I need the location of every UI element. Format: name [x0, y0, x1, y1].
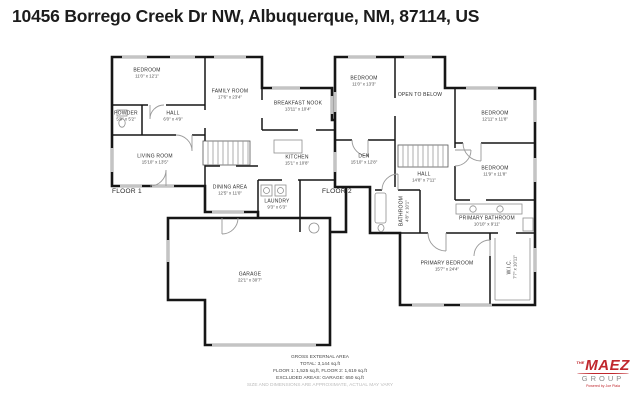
room-name: PRIMARY BEDROOM — [420, 260, 474, 267]
room-dims: 7'7" x 10'11" — [512, 255, 518, 279]
room-dims: 15'10" x 12'8" — [350, 159, 378, 165]
floor2-interior-walls — [335, 57, 535, 305]
room-label-f2-hall: HALL 14'8" x 7'11" — [412, 172, 436, 183]
room-label-f1-kitchen: KITCHEN 15'1" x 10'8" — [285, 155, 309, 166]
floor1-tag: FLOOR 1 — [112, 188, 142, 195]
room-label-f2-primary-bathroom: PRIMARY BATHROOM 10'10" x 9'11" — [459, 216, 515, 227]
room-label-f1-family-room: FAMILY ROOM 17'6" x 23'4" — [212, 89, 248, 100]
room-label-f2-bedroom-1: BEDROOM 11'0" x 13'3" — [350, 76, 377, 87]
room-dims: 9'3" x 6'3" — [267, 204, 287, 210]
room-dims: 12'5" x 11'0" — [218, 190, 242, 196]
room-dims: 11'0" x 13'3" — [352, 81, 376, 87]
room-name: FAMILY ROOM — [211, 88, 249, 95]
floor2-fixtures — [374, 192, 534, 301]
room-dims: 4'8" x 10'1" — [404, 200, 410, 222]
room-label-f1-living-room: LIVING ROOM 15'10" x 13'5" — [137, 154, 173, 165]
room-label-f2-bedroom-3: BEDROOM 11'9" x 11'8" — [481, 166, 508, 177]
room-label-f2-wic: W.I.C. 7'7" x 10'11" — [507, 255, 518, 279]
room-label-f2-open-to-below: OPEN TO BELOW — [398, 92, 442, 98]
floor1-interior-walls — [112, 57, 346, 232]
logo-tagline: Powered by Joe Plaia — [586, 384, 620, 388]
room-dims: 11'9" x 11'8" — [483, 171, 507, 177]
room-label-f1-garage: GARAGE 22'1" x 30'7" — [238, 272, 262, 283]
floor2-stairs — [397, 144, 449, 168]
room-name: BREAKFAST NOOK — [273, 100, 323, 107]
area-excluded: EXCLUDED AREAS: GARAGE: 650 sq.ft — [276, 375, 364, 381]
room-dims: 5'9" x 5'2" — [116, 116, 136, 122]
room-dims: 12'11" x 11'8" — [482, 116, 508, 122]
floor1-doors — [149, 104, 239, 235]
room-name: HALL — [417, 171, 431, 178]
logo-prefix: THE — [576, 360, 585, 365]
room-name: LIVING ROOM — [137, 153, 173, 160]
floor2-exterior-walls — [333, 55, 537, 307]
room-label-f1-laundry: LAUNDRY 9'3" x 6'3" — [264, 199, 289, 210]
page-title: 10456 Borrego Creek Dr NW, Albuquerque, … — [12, 6, 480, 26]
room-label-f2-bedroom-2: BEDROOM 12'11" x 11'8" — [481, 111, 508, 122]
room-label-f2-bathroom: BATHROOM 4'8" x 10'1" — [399, 196, 410, 226]
room-dims: 22'1" x 30'7" — [237, 277, 263, 283]
room-dims: 10'10" x 9'11" — [473, 221, 501, 227]
floor1-stairs — [202, 140, 251, 166]
floor2-doors — [351, 139, 491, 257]
room-name: BEDROOM — [481, 110, 509, 117]
room-dims: 15'1" x 10'8" — [284, 160, 310, 166]
room-name: DEN — [358, 153, 370, 160]
room-dims: 15'10" x 13'5" — [141, 159, 169, 165]
room-label-f2-den: DEN 15'10" x 12'8" — [351, 154, 378, 165]
room-name: BEDROOM — [350, 75, 378, 82]
room-name: BEDROOM — [133, 67, 161, 74]
room-name: KITCHEN — [285, 154, 309, 161]
room-name: GARAGE — [238, 271, 262, 278]
room-name: BEDROOM — [481, 165, 509, 172]
maez-group-logo: THEMAEZ GROUP Powered by Joe Plaia — [570, 356, 636, 388]
area-disclaimer: SIZE AND DIMENSIONS ARE APPROXIMATE, ACT… — [246, 382, 394, 388]
room-name: PRIMARY BATHROOM — [459, 215, 515, 222]
room-name: POWDER — [114, 110, 138, 117]
room-name: HALL — [166, 110, 180, 117]
room-dims: 15'7" x 24'4" — [434, 266, 460, 272]
area-summary-heading: GROSS EXTERNAL AREA — [291, 355, 349, 360]
room-dims: 11'0" x 12'1" — [135, 73, 159, 79]
area-total: TOTAL: 3,144 sq.ft — [299, 361, 341, 367]
room-dims: 17'6" x 23'4" — [217, 94, 243, 100]
logo-swoosh — [577, 373, 629, 374]
floor2-tag: FLOOR 2 — [322, 188, 352, 195]
room-label-f2-primary-bedroom: PRIMARY BEDROOM 15'7" x 24'4" — [421, 261, 474, 272]
room-name: LAUNDRY — [264, 198, 290, 205]
logo-wordmark: THEMAEZ — [570, 356, 636, 373]
floor2-windows — [333, 55, 537, 307]
area-summary: GROSS EXTERNAL AREA TOTAL: 3,144 sq.ft F… — [120, 355, 520, 390]
room-label-f1-dining-area: DINING AREA 12'5" x 11'0" — [213, 185, 247, 196]
room-label-f1-bedroom: BEDROOM 11'0" x 12'1" — [133, 68, 160, 79]
room-dims: 6'0" x 4'9" — [163, 116, 183, 122]
room-name: OPEN TO BELOW — [397, 92, 443, 98]
logo-name: MAEZ — [585, 357, 630, 374]
area-per-floor: FLOOR 1: 1,525 sq.ft, FLOOR 2: 1,619 sq.… — [273, 368, 367, 374]
room-dims: 13'11" x 10'4" — [284, 106, 312, 112]
room-dims: 14'8" x 7'11" — [412, 177, 436, 183]
room-label-f1-breakfast-nook: BREAKFAST NOOK 13'11" x 10'4" — [274, 101, 322, 112]
room-label-f1-hall: HALL 6'0" x 4'9" — [163, 111, 182, 122]
logo-group-word: GROUP — [581, 374, 625, 383]
room-label-f1-powder: POWDER 5'9" x 5'2" — [114, 111, 138, 122]
room-name: DINING AREA — [212, 184, 248, 191]
